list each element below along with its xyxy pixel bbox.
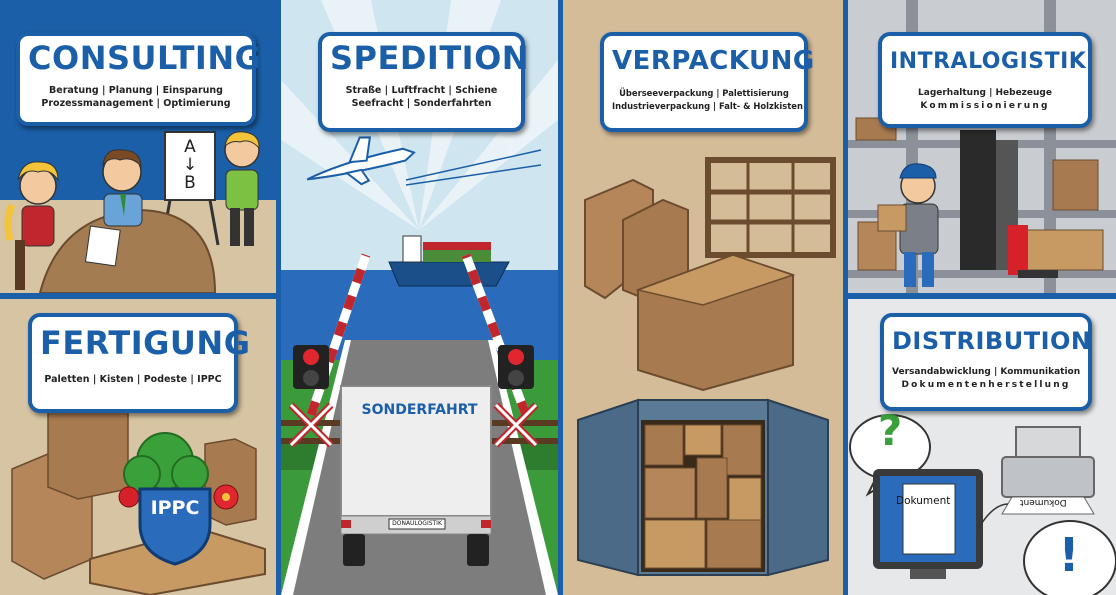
flipchart-arrow-icon: ↓ — [182, 155, 198, 175]
card-title: SPEDITION — [330, 39, 530, 77]
flipchart — [164, 131, 216, 201]
card-title: VERPACKUNG — [612, 46, 815, 76]
fertigung-illustration — [11, 398, 266, 595]
panel-verpackung: VERPACKUNG Überseeverpackung | Palettisi… — [563, 0, 843, 595]
printer-document-label: Dokument — [1020, 497, 1067, 507]
flipchart-b: B — [184, 173, 196, 193]
card-line-1: Überseeverpackung | Palettisierung — [619, 88, 789, 99]
screen-document-label: Dokument — [896, 495, 951, 507]
container-door-right — [767, 398, 829, 577]
box — [204, 438, 257, 526]
card-line-1: Beratung | Planung | Einsparung — [49, 84, 223, 96]
card-line-2: Seefracht | Sonderfahrten — [351, 97, 492, 109]
card-consulting[interactable]: CONSULTING Beratung | Planung | Einsparu… — [16, 32, 262, 126]
card-distribution[interactable]: DISTRIBUTION Versandabwicklung | Kommuni… — [880, 313, 1092, 411]
cargo-ship — [388, 261, 510, 287]
card-line-2: Kommissionierung — [920, 101, 1050, 112]
truck — [340, 385, 492, 517]
airplane — [306, 136, 416, 186]
panel-consulting: A ↓ B CONSULTING Beratung | Planung | Ei… — [0, 0, 276, 293]
truck-label: SONDERFAHRT — [361, 402, 478, 418]
exclamation-mark-icon: ! — [1058, 528, 1080, 582]
exclamation-bubble — [1023, 520, 1116, 595]
distribution-illustration — [849, 414, 1116, 595]
card-intralogistik[interactable]: INTRALOGISTIK Lagerhaltung | Hebezeuge K… — [878, 32, 1092, 128]
card-line-1: Lagerhaltung | Hebezeuge — [918, 88, 1052, 99]
card-line-1: Paletten | Kisten | Podeste | IPPC — [44, 373, 222, 385]
card-title: FERTIGUNG — [40, 324, 251, 362]
signal-left — [293, 345, 329, 389]
spedition-illustration — [281, 0, 558, 595]
ippc-shield — [138, 487, 212, 566]
panel-spedition: SONDERFAHRT DONAULOGISTIK SPEDITION Stra… — [281, 0, 558, 595]
card-line-2: Dokumentenherstellung — [901, 380, 1071, 391]
forklift — [960, 130, 996, 270]
box — [47, 398, 129, 500]
panel-intralogistik: INTRALOGISTIK Lagerhaltung | Hebezeuge K… — [848, 0, 1116, 293]
woman — [19, 167, 57, 205]
panel-fertigung: IPPC FERTIGUNG Paletten | Kisten | Podes… — [0, 299, 276, 595]
card-title: INTRALOGISTIK — [890, 49, 1087, 74]
card-line-1: Versandabwicklung | Kommunikation — [892, 367, 1081, 378]
license-plate: DONAULOGISTIK — [392, 520, 442, 527]
flipchart-a: A — [184, 137, 196, 157]
card-verpackung[interactable]: VERPACKUNG Überseeverpackung | Palettisi… — [600, 32, 815, 132]
card-title: DISTRIBUTION — [892, 327, 1092, 355]
card-line-2: Prozessmanagement | Optimierung — [41, 97, 231, 109]
question-mark-icon: ? — [877, 406, 903, 455]
card-line-2: Industrieverpackung | Falt- & Holzkisten — [612, 101, 803, 112]
card-line-1: Straße | Luftfracht | Schiene — [345, 84, 498, 96]
panel-distribution: ? ! Dokument Dokument DISTRIBUTION Versa… — [848, 299, 1116, 595]
container-door-left — [577, 398, 639, 577]
printer — [1015, 426, 1081, 460]
pallet-shelf — [705, 157, 836, 258]
signal-right — [498, 345, 534, 389]
verpackung-illustration — [577, 157, 836, 577]
shield-label: IPPC — [150, 497, 200, 519]
card-spedition[interactable]: SPEDITION Straße | Luftfracht | Schiene … — [318, 32, 530, 132]
card-title: CONSULTING — [28, 39, 262, 77]
card-fertigung[interactable]: FERTIGUNG Paletten | Kisten | Podeste | … — [28, 313, 251, 413]
